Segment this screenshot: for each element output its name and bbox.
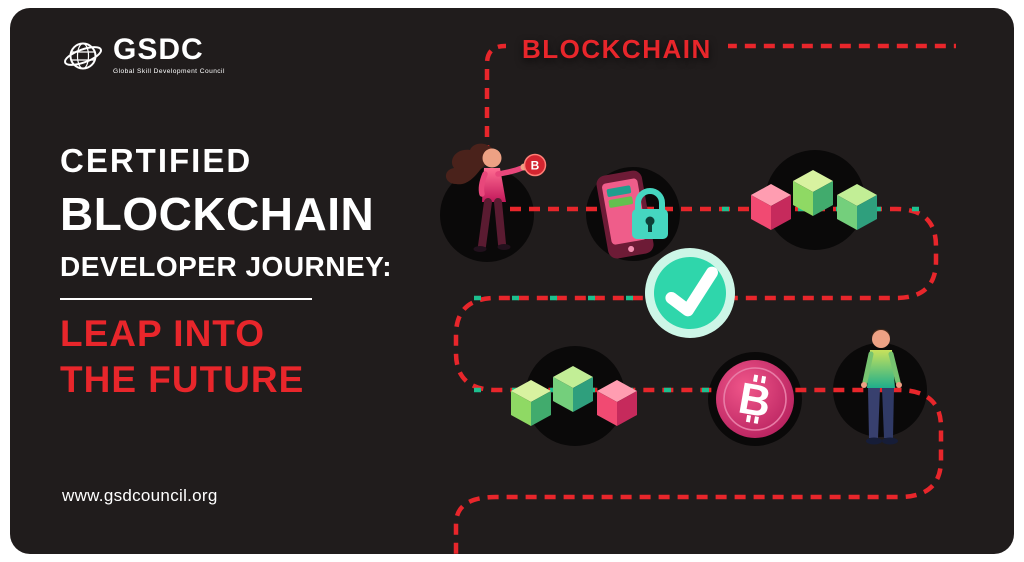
node-bitcoin-coin: B xyxy=(700,344,810,454)
gsdc-logo: GSDC Global Skill Development Council xyxy=(62,34,225,76)
headline-leap-into: LEAP INTO xyxy=(60,313,266,354)
globe-icon xyxy=(64,42,102,70)
node-woman-holding-bitcoin: B xyxy=(430,138,550,268)
woman-holding-bitcoin-illustration: B xyxy=(445,143,547,252)
node-verification-checkmark xyxy=(640,243,740,343)
website-url: www.gsdcouncil.org xyxy=(62,486,218,505)
headline-certified: CERTIFIED xyxy=(60,142,253,179)
node-blockchain-cubes-top xyxy=(735,150,895,260)
headline-blockchain: BLOCKCHAIN xyxy=(60,188,375,240)
checkmark-icon xyxy=(645,248,735,338)
lock-shackle-icon xyxy=(635,188,665,211)
headline-the-future: THE FUTURE xyxy=(60,359,305,400)
bitcoin-symbol: B xyxy=(531,159,540,173)
brand-tagline: Global Skill Development Council xyxy=(113,68,225,75)
bitcoin-coin-icon: B xyxy=(716,360,794,438)
brand-name: GSDC xyxy=(113,33,204,66)
developer-person-illustration xyxy=(861,329,902,445)
headline-divider xyxy=(60,298,312,300)
node-blockchain-cubes-bottom xyxy=(495,346,655,456)
headline-developer-journey: DEVELOPER JOURNEY: xyxy=(60,251,393,282)
blockchain-cubes-illustration xyxy=(511,366,637,426)
node-developer-person xyxy=(825,326,935,454)
blockchain-cubes-illustration xyxy=(751,170,877,230)
blockchain-path-label: BLOCKCHAIN xyxy=(506,30,728,69)
banner-canvas: GSDC Global Skill Development Council BL… xyxy=(10,8,1014,554)
headline-block: CERTIFIED BLOCKCHAIN DEVELOPER JOURNEY: … xyxy=(60,142,392,401)
